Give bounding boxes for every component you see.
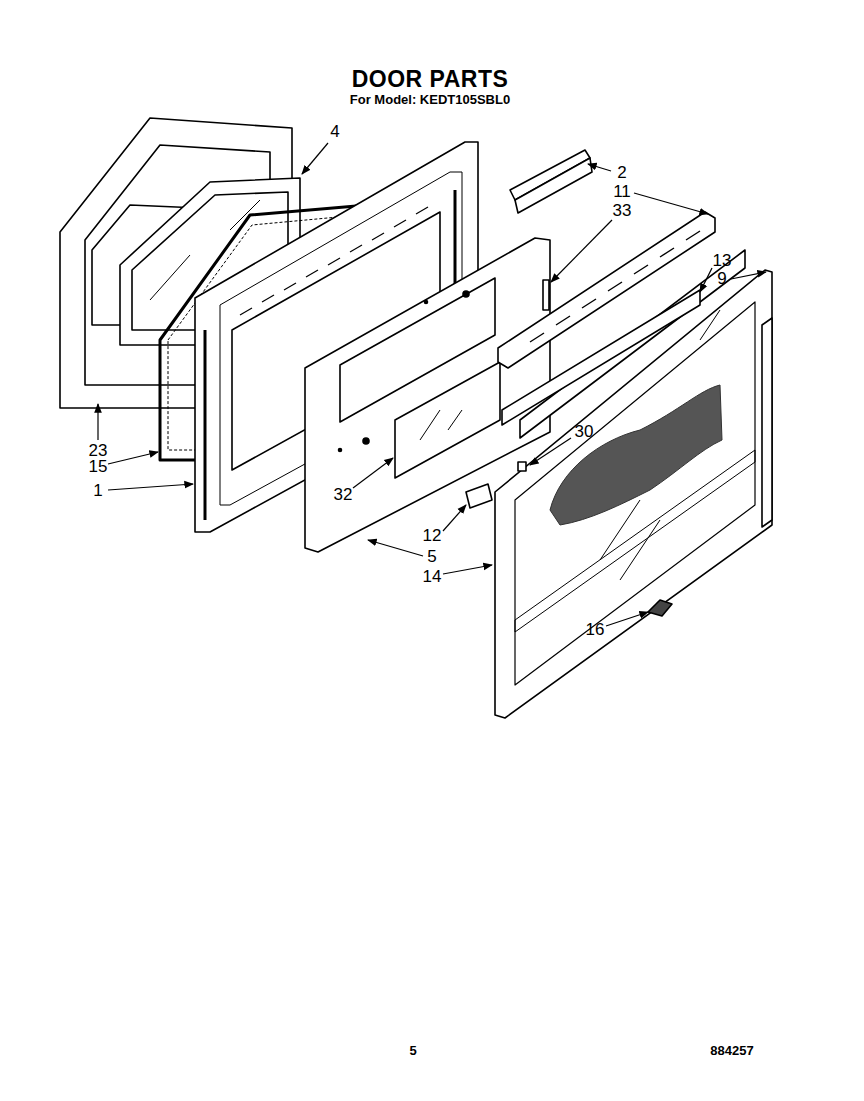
callout-number: 33 — [613, 202, 632, 221]
door-clip — [543, 280, 549, 310]
page-title: DOOR PARTS — [352, 67, 509, 92]
callout-number: 15 — [89, 458, 108, 477]
door-vent-slot — [502, 290, 700, 425]
callout-number: 32 — [334, 486, 353, 505]
callout-number: 13 — [713, 252, 732, 271]
door-glass — [395, 362, 500, 478]
leader-lines — [98, 143, 766, 626]
door-side-trim — [762, 318, 772, 527]
callout-number: 12 — [423, 527, 442, 546]
callout-number: 30 — [575, 423, 594, 442]
callout-number: 14 — [423, 568, 442, 587]
door-badge — [648, 600, 672, 616]
small-clip — [518, 462, 526, 471]
outer-door — [495, 270, 772, 718]
callout-number: 4 — [330, 123, 339, 142]
callout-number: 2 — [617, 164, 626, 183]
callout-number: 11 — [613, 183, 631, 202]
hinge-bracket-side — [515, 158, 592, 213]
door-hinge — [466, 484, 492, 508]
document-number: 884257 — [710, 1044, 753, 1058]
door-window-mesh — [550, 385, 722, 525]
callout-number: 1 — [93, 482, 102, 501]
callout-number: 16 — [586, 621, 605, 640]
callout-number: 9 — [717, 270, 726, 289]
page-number: 5 — [409, 1044, 416, 1058]
model-subtitle: For Model: KEDT105SBL0 — [350, 93, 510, 107]
callout-number: 5 — [427, 548, 436, 567]
